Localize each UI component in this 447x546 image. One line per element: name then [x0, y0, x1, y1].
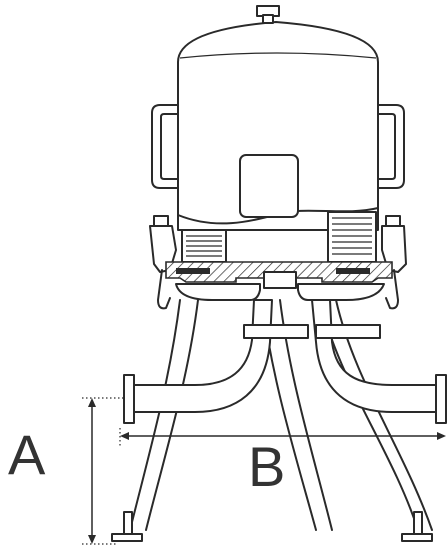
dimension-b-label: B: [248, 435, 285, 498]
outlet-pipe-right: [311, 299, 447, 424]
cartridge-left: [181, 229, 227, 263]
dimension-a-label: A: [8, 423, 46, 486]
inlet-pipe-left: [123, 299, 309, 424]
clamp-right: [381, 215, 407, 310]
base-plate: [165, 261, 393, 301]
handle-right: [377, 104, 405, 189]
leg-feet: [111, 511, 433, 542]
dimension-b: [119, 428, 446, 446]
handle-left: [151, 104, 179, 189]
dimension-a: [82, 397, 126, 545]
vessel-body: [177, 5, 379, 231]
clamp-left: [149, 215, 177, 310]
cartridge-right: [327, 211, 377, 263]
